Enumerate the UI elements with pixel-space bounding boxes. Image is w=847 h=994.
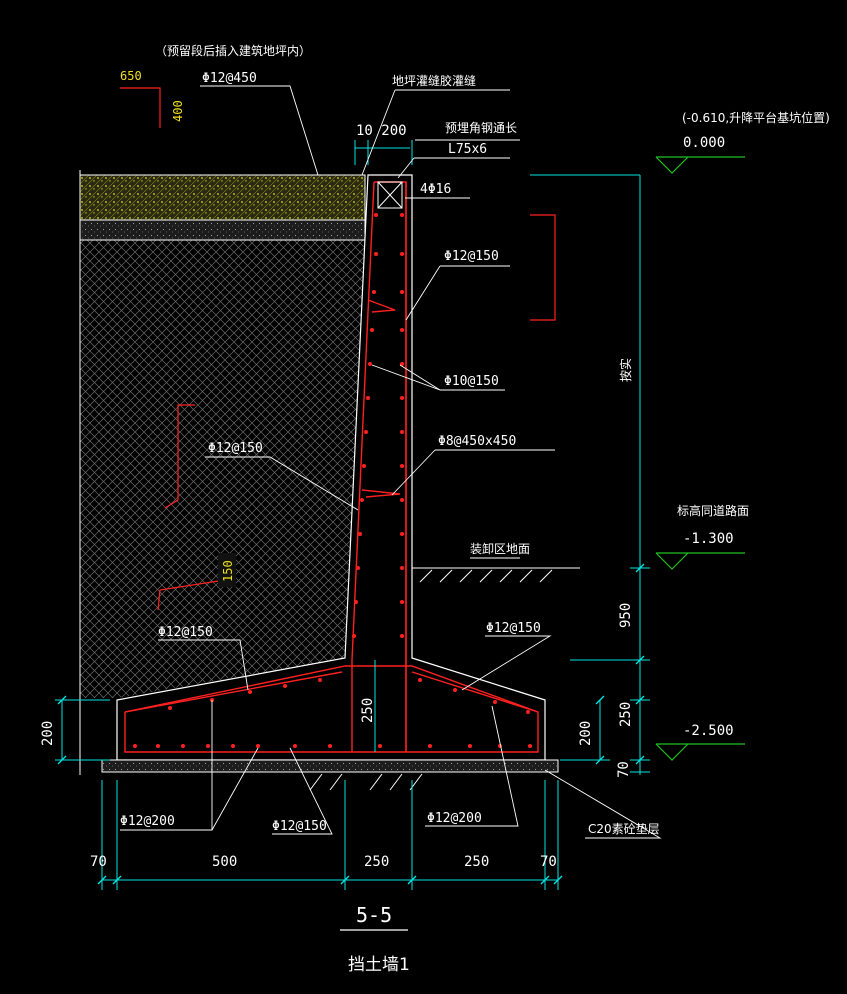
backfill-soil	[79, 170, 365, 775]
dim-250-wall: 250	[360, 698, 376, 723]
joint-note: 地坪灌缝胶灌缝	[392, 73, 476, 88]
elevation-mid-value: -1.300	[683, 531, 734, 547]
rebar-wall-dist-label: Φ10@150	[444, 374, 499, 389]
dim-bottom-3: 250	[464, 854, 489, 870]
rebar-toe-bottom-label: Φ12@200	[427, 811, 482, 826]
rebar-toe-top-label: Φ12@150	[486, 621, 541, 636]
elevation-marker-top	[655, 156, 745, 174]
dim-bottom-0: 70	[90, 854, 107, 870]
rebar-wall-outer-label: Φ12@150	[444, 249, 499, 264]
red-markers	[120, 87, 556, 611]
top-left-dim-h: 650	[120, 69, 142, 83]
base-ground-hatch	[309, 773, 423, 791]
top-slab-layers	[79, 174, 366, 241]
top-left-dim-v: 400	[171, 100, 185, 122]
elevation-marker-bottom	[655, 743, 745, 761]
concrete-bedding	[101, 759, 559, 773]
loading-area-ground	[412, 567, 580, 583]
dimension-ticks	[57, 563, 645, 885]
dim-250-right: 250	[618, 702, 634, 727]
rebar-tie-label: Φ8@450x450	[438, 434, 516, 449]
rebar-dots	[133, 213, 532, 748]
dimension-lines	[55, 140, 650, 890]
angle-steel-size: L75x6	[448, 142, 487, 157]
top-note: （预留段后插入建筑地坪内）	[155, 43, 311, 58]
leader-lines	[120, 85, 662, 839]
dim-150: 150	[221, 560, 235, 582]
rebar-4phi16-label: 4Φ16	[420, 182, 451, 197]
dim-150-bg	[218, 553, 236, 587]
dim-bottom-2: 250	[364, 854, 389, 870]
concrete-note: C20素砼垫层	[588, 821, 660, 836]
rebar-base-mid-label: Φ12@150	[272, 819, 327, 834]
dim-70-right: 70	[616, 761, 632, 778]
rebar-heel-top-label: Φ12@150	[158, 625, 213, 640]
angle-steel-marker	[377, 181, 403, 209]
dim-bottom-4: 70	[540, 854, 557, 870]
section-subtitle: 挡土墙1	[348, 955, 410, 975]
rebar-wall-inner-label: Φ12@150	[208, 441, 263, 456]
dim-200-left: 200	[40, 721, 56, 746]
dim-200-right: 200	[578, 721, 594, 746]
angle-steel-note: 预埋角钢通长	[445, 121, 517, 135]
elevation-mid-note: 标高同道路面	[677, 503, 749, 518]
dim-vertical-wall: 按实	[618, 358, 633, 382]
ground-note: 装卸区地面	[470, 541, 530, 556]
rebar-heel-bottom-label: Φ12@200	[120, 814, 175, 829]
section-title: 5-5	[356, 903, 392, 927]
elevation-top-note: (-0.610,升降平台基坑位置)	[682, 110, 830, 125]
rebar-top-slab-label: Φ12@450	[202, 71, 257, 86]
dim-10-200: 10 200	[356, 123, 407, 139]
dim-950: 950	[618, 603, 634, 628]
dim-bottom-1: 500	[212, 854, 237, 870]
elevation-marker-mid	[655, 552, 745, 570]
elevation-bottom-value: -2.500	[683, 723, 734, 739]
elevation-top-value: 0.000	[683, 135, 725, 151]
